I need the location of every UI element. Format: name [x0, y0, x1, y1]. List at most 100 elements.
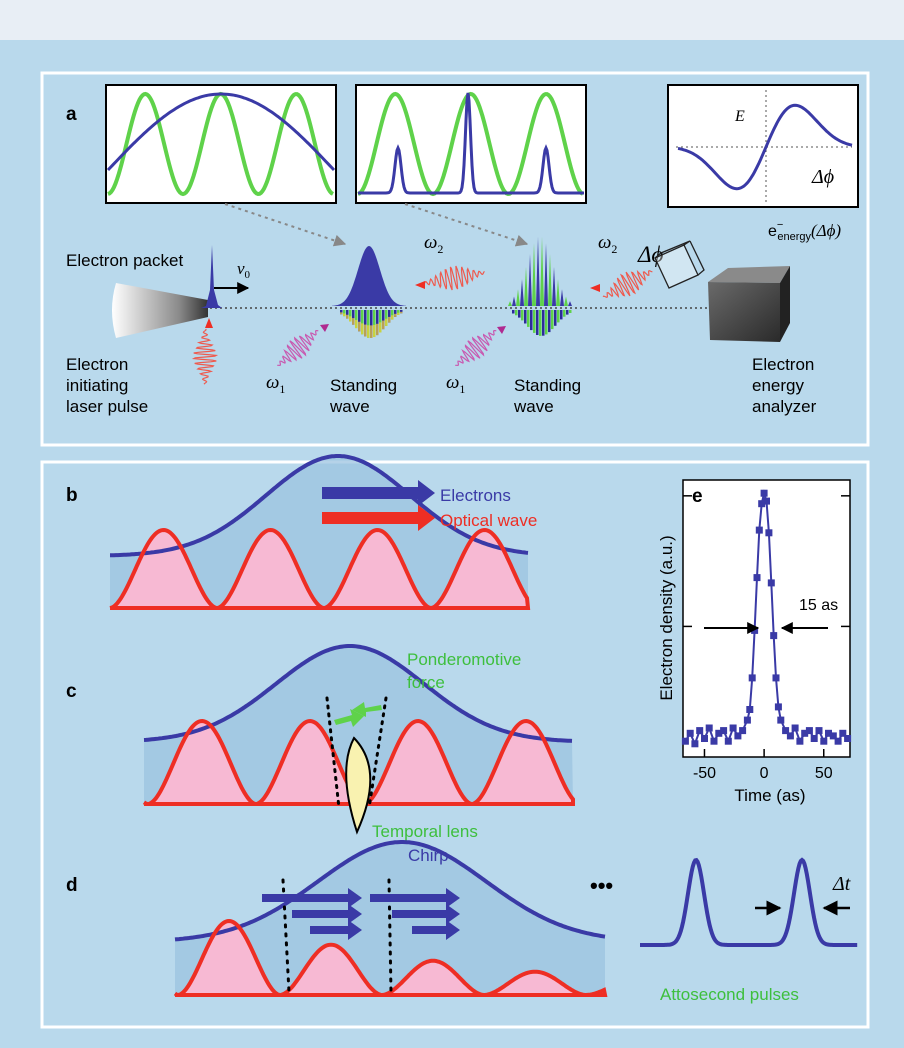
svg-text:Electron: Electron [752, 355, 814, 374]
svg-text:Standing: Standing [514, 376, 581, 395]
svg-text:wave: wave [513, 397, 554, 416]
standing-wave-1-field-bar [367, 325, 370, 338]
standing-wave-2-field-bar [518, 310, 521, 318]
optical-wave-arrow [322, 505, 435, 531]
chart-data-point [805, 727, 813, 735]
standing-wave-2-field-bar [551, 310, 554, 330]
standing-wave-2-spike [556, 279, 560, 306]
standing-wave-2-spike [532, 243, 536, 306]
inset-energy-trace [677, 103, 853, 191]
phase-plate [654, 240, 705, 289]
standing-wave-1-field-bar [355, 319, 358, 329]
chart-data-point [701, 735, 708, 742]
standing-wave-2-spike [536, 236, 540, 306]
standing-wave-1-field-bar [388, 310, 391, 323]
continuation-ellipsis: ••• [590, 873, 613, 898]
initiating-laser-pulse [191, 328, 219, 385]
standing-wave-1-field-bar [355, 310, 358, 329]
omega2-label-1: ω2 [424, 232, 443, 256]
standing-wave-2-field-bar [554, 310, 557, 326]
standing-wave-2-field-bar [530, 310, 533, 331]
chart-data-point [796, 737, 804, 745]
standing-wave-2-field-bar [566, 310, 569, 315]
svg-text:laser pulse: laser pulse [66, 397, 148, 416]
standing-wave-2-spike [512, 296, 516, 306]
standing-wave-1-packet [332, 246, 406, 306]
standing-wave-1-field-bar [373, 310, 376, 337]
panel-a-frame [40, 71, 870, 447]
chart-ylabel: Electron density (a.u.) [657, 535, 676, 700]
chart-data-point [748, 674, 756, 682]
chart-data-point [739, 727, 747, 735]
panel-e-label: e [692, 486, 703, 507]
ponderomotive-label-1: Ponderomotive [407, 650, 521, 669]
inset-electron-peaks [358, 92, 584, 195]
chart-data-point [691, 740, 699, 748]
chart-data-point [782, 727, 790, 735]
electrons-arrow [322, 480, 435, 506]
initiating-laser-arrowhead [205, 318, 213, 328]
inset-dphi-label: Δϕ [811, 166, 834, 188]
standing-wave-2-spike [568, 301, 572, 306]
energy-analyzer-block [708, 266, 790, 342]
standing-wave-1-field-bar [346, 314, 349, 319]
inset-electron-envelope [106, 92, 336, 172]
chart-data-point [839, 729, 847, 737]
attosecond-pulses-label: Attosecond pulses [660, 985, 799, 1004]
standing-wave-2-field-bar [521, 310, 524, 321]
chirp-label: Chirp [408, 846, 449, 865]
omega1-pulse-1-arrowhead [320, 324, 329, 332]
omega1-pulse-2 [455, 330, 497, 367]
panel-c-dotted-line-left [325, 696, 341, 810]
delta-t-label: Δt [832, 873, 851, 895]
standing-wave-1-field-bar [343, 313, 346, 317]
chart-data-point [724, 737, 732, 745]
svg-text:energy: energy [752, 376, 804, 395]
chart-xtick-label: 0 [760, 765, 769, 782]
inset-standing-wave-broad [105, 84, 337, 204]
svg-text:wave: wave [329, 397, 370, 416]
chart-data-point [765, 529, 773, 537]
panel-c-electron-area [144, 646, 573, 804]
panel-d-optical-area [175, 921, 605, 995]
chart-data-point [815, 727, 823, 735]
standing-wave-1-field-bar [373, 324, 376, 338]
electron-source-tip [112, 283, 208, 338]
standing-wave-1-field-bar [346, 310, 349, 319]
chart-data-point [753, 574, 761, 582]
standing-wave-2-field-bar [539, 310, 542, 336]
omega2-label-2: ω2 [598, 232, 617, 256]
panel-d-electron-envelope [174, 840, 606, 942]
chart-data-point [801, 729, 809, 737]
panel-a-label: a [66, 104, 77, 125]
standing-wave-2-spike [508, 301, 512, 306]
chart-data-point [774, 703, 782, 711]
svg-text:Standing: Standing [330, 376, 397, 395]
standing-wave-2-spike [560, 289, 564, 306]
standing-wave-1-field-bar [340, 310, 343, 315]
chirp-arrows [262, 888, 460, 940]
chart-data-point [729, 724, 737, 732]
ponderomotive-arrow-right [334, 709, 364, 727]
standing-wave-1-field-bar [382, 320, 385, 330]
chart-data-point [720, 727, 728, 735]
inset-energy-curve: E Δϕ [667, 84, 859, 208]
svg-text:Electron: Electron [66, 355, 128, 374]
standing-wave-1-field-bar [364, 310, 367, 337]
omega2-pulse-1 [422, 265, 485, 291]
chart-data-point [681, 737, 689, 745]
temporal-lens-shape [345, 736, 372, 835]
omega2-pulse-2-arrowhead [590, 284, 600, 292]
source-label: Electron initiating laser pulse [66, 355, 148, 416]
chart-data-point [705, 724, 713, 732]
energy-function-label: e−energy(Δϕ) [768, 219, 841, 243]
standing-wave-1-field-bar [367, 310, 370, 338]
chart-data-point [734, 732, 742, 740]
panel-b-label: b [66, 485, 78, 506]
chart-xtick-label: 50 [815, 765, 833, 782]
standing-wave-2-field-bar [569, 310, 572, 313]
chart-data-point [710, 737, 718, 745]
omega1-pulse-2-arrowhead [497, 326, 506, 334]
chart-data-point [825, 729, 832, 737]
